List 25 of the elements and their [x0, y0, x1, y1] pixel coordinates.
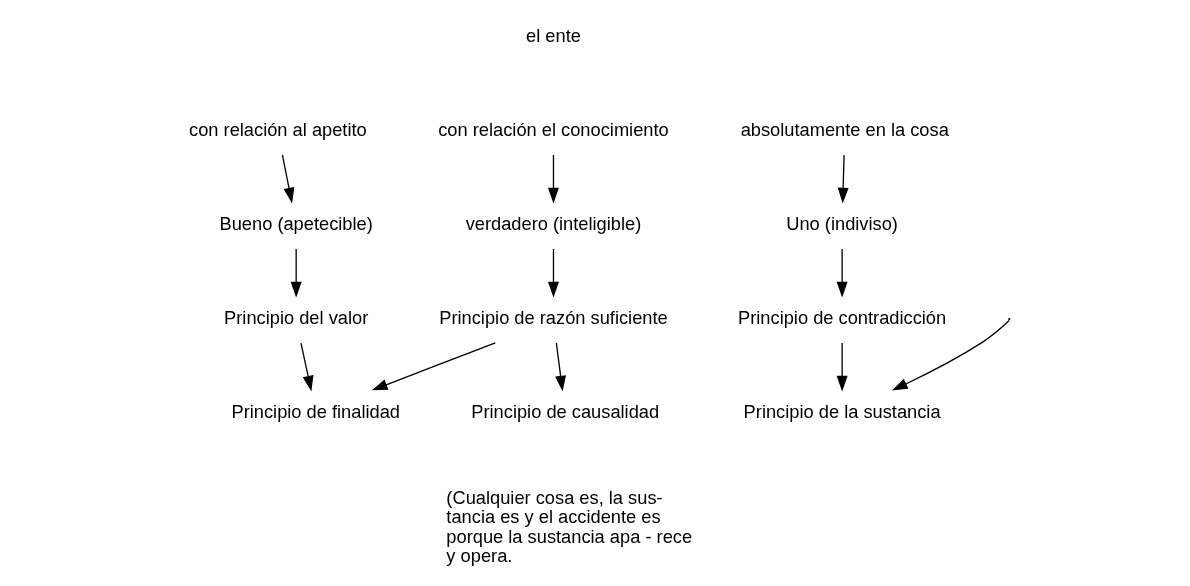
arrow: [371, 342, 496, 391]
arrow: [547, 248, 559, 298]
arrow: [836, 342, 848, 392]
node-text: Principio de razón suficiente: [438, 306, 668, 328]
node-text: Principio de la sustancia: [743, 401, 941, 422]
node-text: Uno (indiviso): [785, 212, 898, 234]
arrow: [891, 319, 1010, 391]
arrow: [281, 154, 294, 204]
node-text: el ente: [525, 24, 581, 46]
node-text: (Cualquier cosa es, la sus- tancia es y el accidente es porque la sustancia apa - rece y opera.: [445, 486, 692, 567]
arrow: [290, 248, 302, 298]
node-text: Principio de causalidad: [470, 401, 659, 422]
node-text: Principio de contradicción: [737, 306, 946, 328]
node-text: con relación el conocimiento: [437, 118, 669, 140]
arrow: [554, 342, 566, 392]
node-text: con relación al apetito: [188, 118, 367, 140]
arrow: [837, 154, 849, 204]
node-text: Principio del valor: [223, 306, 368, 328]
node-text: verdadero (inteligible): [465, 212, 641, 234]
arrow: [547, 154, 559, 204]
node-text: Bueno (apetecible): [218, 212, 373, 234]
node-text: absolutamente en la cosa: [740, 118, 949, 140]
node-text: Principio de finalidad: [230, 401, 400, 422]
arrow: [299, 342, 313, 392]
arrow: [836, 248, 848, 298]
